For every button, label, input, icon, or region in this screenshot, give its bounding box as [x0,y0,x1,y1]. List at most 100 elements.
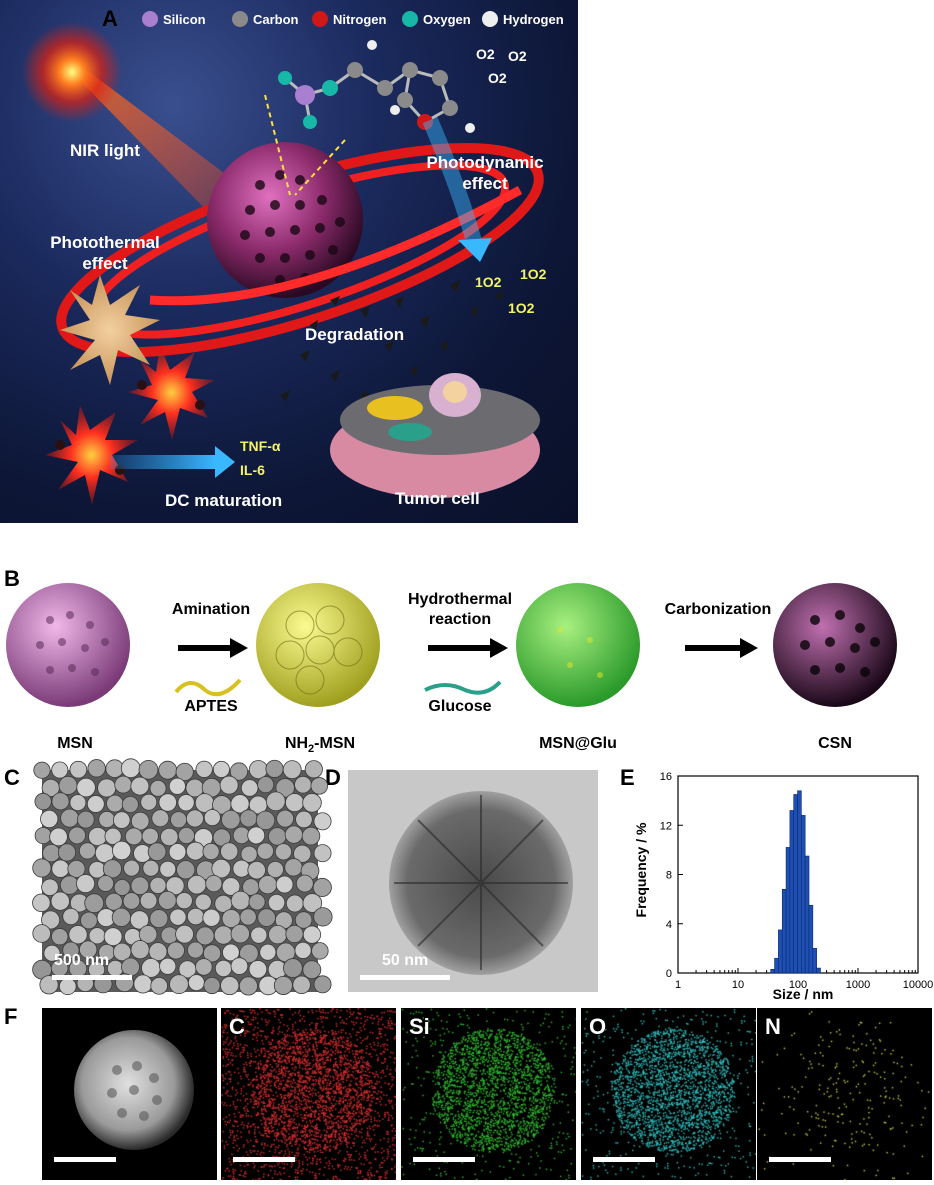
tem-particle [389,791,573,975]
histogram-bar [781,888,787,974]
legend-item-oxygen: Oxygen [402,8,471,30]
silicon-scale-bar [413,1157,475,1162]
dc-immature [60,275,160,385]
panel-label-e: E [620,765,635,790]
nir-light-label: NIR light [70,141,140,160]
degradation-fragments [280,280,503,402]
nh2-msn-particle [256,583,380,707]
panel-label-a: A [102,6,118,31]
carbon-scale-bar [233,1157,295,1162]
aptes-icon [174,678,242,697]
y-tick-label: 16 [660,771,672,783]
haadf-scale-bar [54,1157,116,1162]
nitrogen-scale-bar [769,1157,831,1162]
x-tick-label: 100 [789,979,807,991]
schematic-illustration [22,22,544,505]
histogram-bar [801,815,806,974]
dc-mature-1 [128,345,215,440]
y-tick-label: 0 [666,968,672,980]
tumor-cell-label: Tumor cell [395,489,480,508]
nitrogen-map-dots [757,1008,932,1180]
y-tick-label: 4 [666,919,672,931]
tem-scale-bar [360,975,450,980]
tem-scale-label: 50 nm [382,952,429,969]
legend-item-hydrogen: Hydrogen [482,8,564,30]
histogram-bar [785,847,791,974]
panel-label-f: F [4,1004,18,1029]
silicon-map-dots [401,1008,576,1180]
haadf-map [42,1008,217,1180]
glucose-icon [424,680,502,695]
legend-swatch [232,11,248,27]
msn-label: MSN [57,735,93,752]
legend-item-silicon: Silicon [142,8,206,30]
legend-item-carbon: Carbon [232,8,299,30]
o2-label-3: O2 [488,70,507,86]
il6-label: IL-6 [240,462,265,478]
histogram-bar [797,790,802,974]
sem-scale-label: 500 nm [54,952,110,969]
y-tick-label: 12 [660,820,672,832]
o2-label-2: O2 [508,48,527,64]
oxygen-scale-bar [593,1157,655,1162]
degradation-label: Degradation [305,325,405,344]
msn-glu-label: MSN@Glu [539,735,617,752]
silicon-map: Si [401,1008,576,1180]
csn-sphere [207,142,363,298]
histogram-bar [770,969,775,974]
x-tick-label: 10 [732,979,744,991]
msn-particle [6,583,130,707]
histogram-bar [793,794,798,974]
legend-swatch [402,11,418,27]
ring-front [149,186,523,306]
histogram-bar [816,967,821,974]
sem-image: 500 nm [32,758,333,996]
oxygen-map: O [581,1008,756,1180]
msn-glu-particle [516,583,640,707]
singlet-o2-1: 1O2 [475,274,502,290]
dc-maturation-text: DC maturation [165,491,283,510]
silicon-map-label: Si [409,1014,430,1039]
histogram-bar [804,855,810,974]
legend-swatch [142,11,158,27]
nir-light-source [22,22,122,122]
tem-image: 50 nm [348,770,598,992]
singlet-o2-3: 1O2 [508,300,535,316]
sem-scale-bar [52,975,132,980]
panel-label-d: D [325,765,341,790]
carbonization-label: Carbonization [664,601,772,618]
legend-item-nitrogen: Nitrogen [312,8,386,30]
glucose-label: Glucose [428,698,492,715]
y-tick-label: 8 [666,870,672,882]
amination-label: Amination [171,601,251,618]
x-tick-label: 1 [675,979,681,991]
nh2-msn-label: NH2-MSN [284,735,356,756]
panel-label-b: B [4,566,20,591]
sem-particles [32,758,333,996]
tnf-label: TNF-α [240,438,281,454]
atom-legend: Silicon Carbon Nitrogen Oxygen Hydrogen [0,8,934,30]
legend-swatch [482,11,498,27]
oxygen-map-dots [581,1008,756,1180]
x-tick-label: 10000 [903,979,934,991]
carbon-map-label: C [229,1014,245,1039]
histogram-bar [789,810,795,974]
chart-x-axis-label: Size / nm [773,986,834,1002]
oxygen-map-label: O [589,1014,607,1039]
legend-swatch [312,11,328,27]
histogram-bar [812,948,817,974]
panel-label-c: C [4,765,20,790]
nitrogen-map: N [757,1008,932,1180]
carbon-map-dots [221,1008,396,1180]
haadf-particle [74,1030,194,1150]
aptes-label: APTES [184,698,238,715]
synthesis-scheme [6,583,897,707]
nitrogen-map-label: N [765,1014,781,1039]
histogram-bar [778,929,783,974]
carbon-map: C [221,1008,396,1180]
singlet-o2-2: 1O2 [520,266,547,282]
